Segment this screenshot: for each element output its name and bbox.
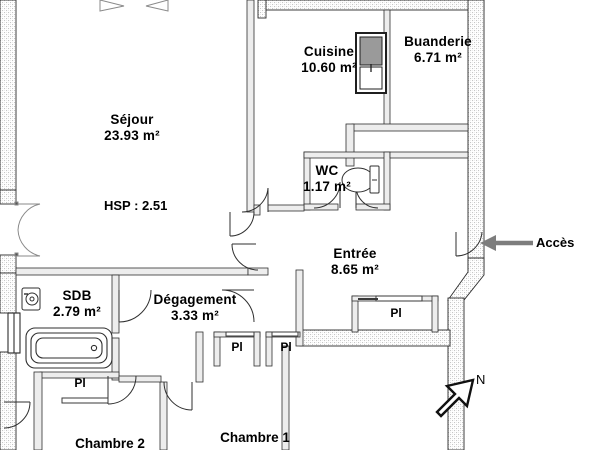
- room-label-wc: WC 1.17 m²: [296, 163, 358, 195]
- room-area: 2.79 m²: [53, 303, 101, 319]
- room-label-entree: Entrée 8.65 m²: [300, 246, 410, 278]
- room-label-buanderie: Buanderie 6.71 m²: [378, 34, 498, 66]
- room-name: Buanderie: [404, 34, 472, 49]
- room-area: 3.33 m²: [171, 307, 219, 323]
- north-label: N: [476, 372, 486, 387]
- room-area: 10.60 m²: [301, 59, 357, 75]
- room-name: Entrée: [333, 246, 377, 261]
- window-icon: [14, 0, 169, 257]
- closet-label-sdb: Pl: [74, 376, 86, 390]
- room-label-chambre1: Chambre 1: [220, 430, 290, 445]
- room-name: WC: [315, 163, 339, 178]
- closet-label-entree: Pl: [390, 306, 402, 320]
- closet-label-hall-right: Pl: [280, 340, 292, 354]
- ceiling-height-note: HSP : 2.51: [104, 198, 168, 213]
- left-arrow-icon: [480, 235, 533, 251]
- room-name: Dégagement: [153, 292, 237, 307]
- access-label: Accès: [536, 235, 575, 250]
- room-label-sejour: Séjour 23.93 m²: [72, 112, 192, 144]
- room-area: 23.93 m²: [104, 127, 160, 143]
- room-area: 6.71 m²: [414, 49, 462, 65]
- toilet-icon: [341, 165, 380, 194]
- room-name: SDB: [62, 288, 92, 303]
- sink-icon: [21, 287, 41, 311]
- room-name: Séjour: [110, 112, 154, 127]
- door-swing-icon: [3, 181, 483, 429]
- north-arrow-icon: [435, 378, 475, 418]
- room-label-degagement: Dégagement 3.33 m²: [130, 292, 260, 324]
- room-area: 8.65 m²: [331, 261, 379, 277]
- room-area: 1.17 m²: [303, 178, 351, 194]
- room-label-sdb: SDB 2.79 m²: [36, 288, 118, 320]
- bathtub-icon: [25, 327, 113, 369]
- room-label-cuisine: Cuisine 10.60 m²: [274, 44, 384, 76]
- closet-label-hall-left: Pl: [231, 340, 243, 354]
- window-icon: [355, 32, 387, 94]
- room-name: Cuisine: [303, 44, 355, 59]
- window-icon: [7, 312, 21, 354]
- closet-door-icon: [61, 295, 423, 404]
- room-label-chambre2: Chambre 2: [75, 436, 145, 450]
